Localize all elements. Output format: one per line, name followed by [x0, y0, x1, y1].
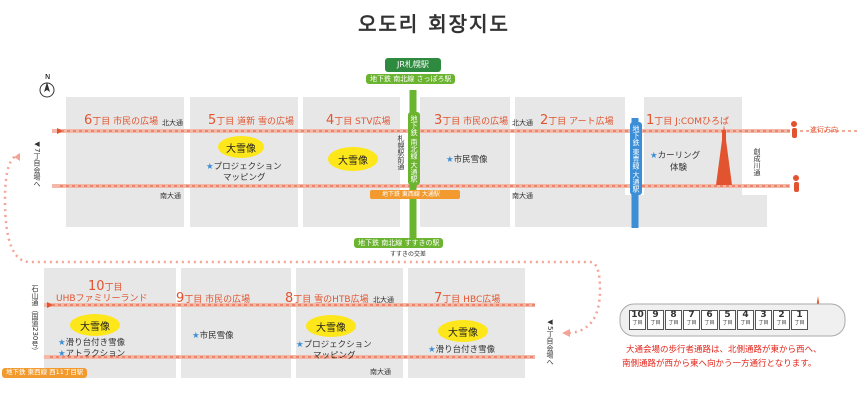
block-label-4: 4丁目 STV広場 — [326, 113, 391, 128]
to-5chome-link[interactable]: ◀5丁目会場へ — [546, 318, 554, 366]
note-line-2: 南側通路が西から東へ向かう一方通行となります。 — [622, 359, 817, 369]
feature-b1-line2: 体験 — [670, 163, 688, 173]
snow-sculpture-8: 大雪像 — [306, 315, 356, 337]
block-label-5: 5丁目 道新 雪の広場 — [208, 113, 295, 128]
tozai-band — [370, 190, 460, 199]
jr-station: JR札幌駅 — [385, 58, 441, 72]
nishi11-station: 地下鉄 東西線 西11丁目駅 — [2, 368, 88, 378]
walker-icon — [791, 121, 799, 192]
note-line-1: 大通会場の歩行者通路は、北側通路が東から西へ、 — [626, 345, 822, 355]
namboku-sapporo-station: 地下鉄 南北線 さっぽろ駅 — [366, 74, 456, 85]
compass-label: N — [45, 73, 51, 81]
north-street-label: 北大通 — [162, 119, 183, 127]
feature-b10: ★滑り台付き雪像 — [58, 338, 126, 348]
compass-icon — [39, 82, 55, 98]
feature-b10-line2: ★アトラクション — [58, 349, 126, 359]
feature-b5: ★プロジェクション — [206, 162, 282, 172]
south-street-label: 南大通 — [160, 192, 181, 200]
block-name-10: UHBファミリーランド — [56, 294, 148, 304]
feature-b1: ★カーリング — [650, 151, 701, 161]
feature-b8-line2: マッピング — [313, 351, 356, 361]
snow-sculpture-7: 大雪像 — [438, 320, 488, 342]
ishiyama-street: 石山通（国道230号） — [31, 285, 39, 355]
sapporo-ekimae-street: 札幌駅前通 — [397, 135, 405, 170]
north-street-label: 北大通 — [512, 119, 533, 127]
south-street-label: 南大通 — [370, 368, 391, 376]
north-street-label: 北大通 — [373, 296, 394, 304]
block-label-2: 2丁目 アート広場 — [540, 113, 614, 128]
direction-label: 進行方向 — [810, 126, 838, 134]
feature-b7: ★滑り台付き雪像 — [428, 345, 496, 355]
block-label-6: 6丁目 市民の広場 — [84, 113, 159, 128]
snow-sculpture-10: 大雪像 — [70, 314, 120, 336]
feature-b9: ★市民雪像 — [192, 331, 234, 341]
block-label-10: 10丁目 — [88, 279, 123, 294]
page-title: 오도리 회장지도 — [358, 12, 510, 36]
to-7chome-link[interactable]: ◀7丁目会場へ — [33, 140, 41, 188]
sosei-river-street: 創成川通 — [753, 148, 761, 176]
block-label-9: 9丁目 市民の広場 — [176, 291, 251, 306]
namboku-odori-station: 地下鉄 南北線 大通駅 — [408, 112, 420, 186]
toho-odori-station: 地下鉄 東豊線 大通駅 — [630, 122, 642, 196]
tv-tower-icon — [716, 125, 732, 185]
snow-sculpture-5: 大雪像 — [218, 136, 264, 158]
block-label-3: 3丁目 市民の広場 — [434, 113, 509, 128]
susukino-crossing: すすきの交差 — [390, 251, 427, 258]
feature-b8: ★プロジェクション — [296, 340, 372, 350]
feature-b5-line2: マッピング — [223, 173, 266, 183]
south-street-label: 南大通 — [512, 192, 533, 200]
block-label-7: 7丁目 HBC広場 — [434, 291, 501, 306]
namboku-susukino-station: 地下鉄 南北線 すすきの駅 — [354, 238, 444, 249]
odori-station: 地下鉄 東西線 大通駅 — [382, 191, 440, 198]
block-label-1: 1丁目 J:COMひろば — [646, 113, 729, 128]
feature-b3: ★市民雪像 — [446, 155, 488, 165]
snow-sculpture-4: 大雪像 — [328, 147, 378, 171]
block-label-8: 8丁目 雪のHTB広場 — [285, 291, 369, 306]
top-park-blocks — [66, 97, 767, 227]
